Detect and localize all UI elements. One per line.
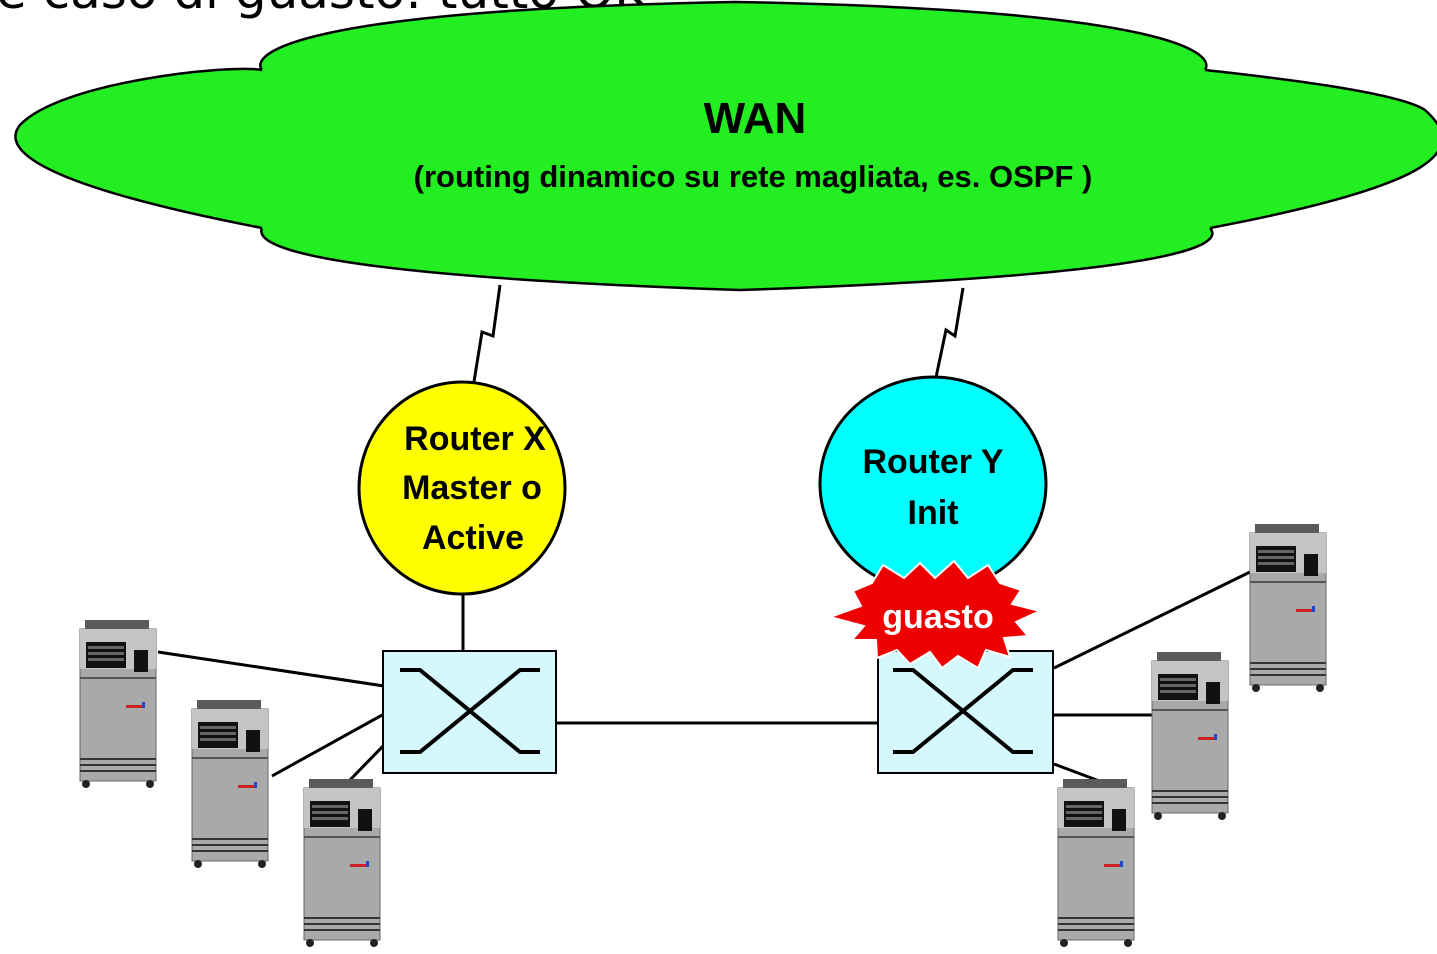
switch-left[interactable] bbox=[382, 650, 557, 774]
server-left-2 bbox=[191, 699, 269, 869]
router-y-line-1: Router Y bbox=[862, 443, 1003, 481]
server-right-1 bbox=[1249, 523, 1327, 693]
cloud-outline bbox=[14, 0, 1437, 292]
cloud-inner-seams bbox=[261, 69, 1211, 229]
server-link-right-1 bbox=[1053, 570, 1251, 670]
router-x[interactable]: Router X Master o Active bbox=[357, 380, 567, 596]
router-y-line-2: Init bbox=[908, 494, 959, 532]
fault-burst-shape bbox=[826, 559, 1044, 670]
router-x-line-3: Active bbox=[422, 519, 524, 557]
fault-burst: guasto bbox=[826, 559, 1044, 670]
server-link-left-2 bbox=[271, 712, 385, 778]
wan-cloud: WAN (routing dinamico su rete magliata, … bbox=[14, 0, 1437, 292]
wan-sublabel: (routing dinamico su rete magliata, es. … bbox=[414, 159, 1093, 194]
server-right-2 bbox=[1151, 651, 1229, 821]
server-right-3 bbox=[1057, 778, 1135, 948]
switch-right[interactable] bbox=[877, 650, 1054, 774]
router-y-circle bbox=[818, 375, 1048, 593]
router-x-line-2: Master o bbox=[402, 469, 542, 507]
wan-label: WAN bbox=[704, 94, 807, 143]
router-x-line-1: Router X bbox=[404, 420, 546, 458]
server-link-left-3 bbox=[348, 743, 386, 782]
server-link-left-1 bbox=[157, 650, 385, 688]
switch-right-cross-icon bbox=[893, 668, 1033, 754]
server-left-1 bbox=[79, 619, 157, 789]
switch-left-cross-icon bbox=[400, 668, 540, 754]
wan-link-y bbox=[933, 287, 965, 383]
router-y[interactable]: Router Y Init bbox=[818, 375, 1048, 593]
server-left-3 bbox=[303, 778, 381, 948]
fault-label: guasto bbox=[882, 598, 993, 636]
wan-link-x bbox=[471, 284, 502, 389]
